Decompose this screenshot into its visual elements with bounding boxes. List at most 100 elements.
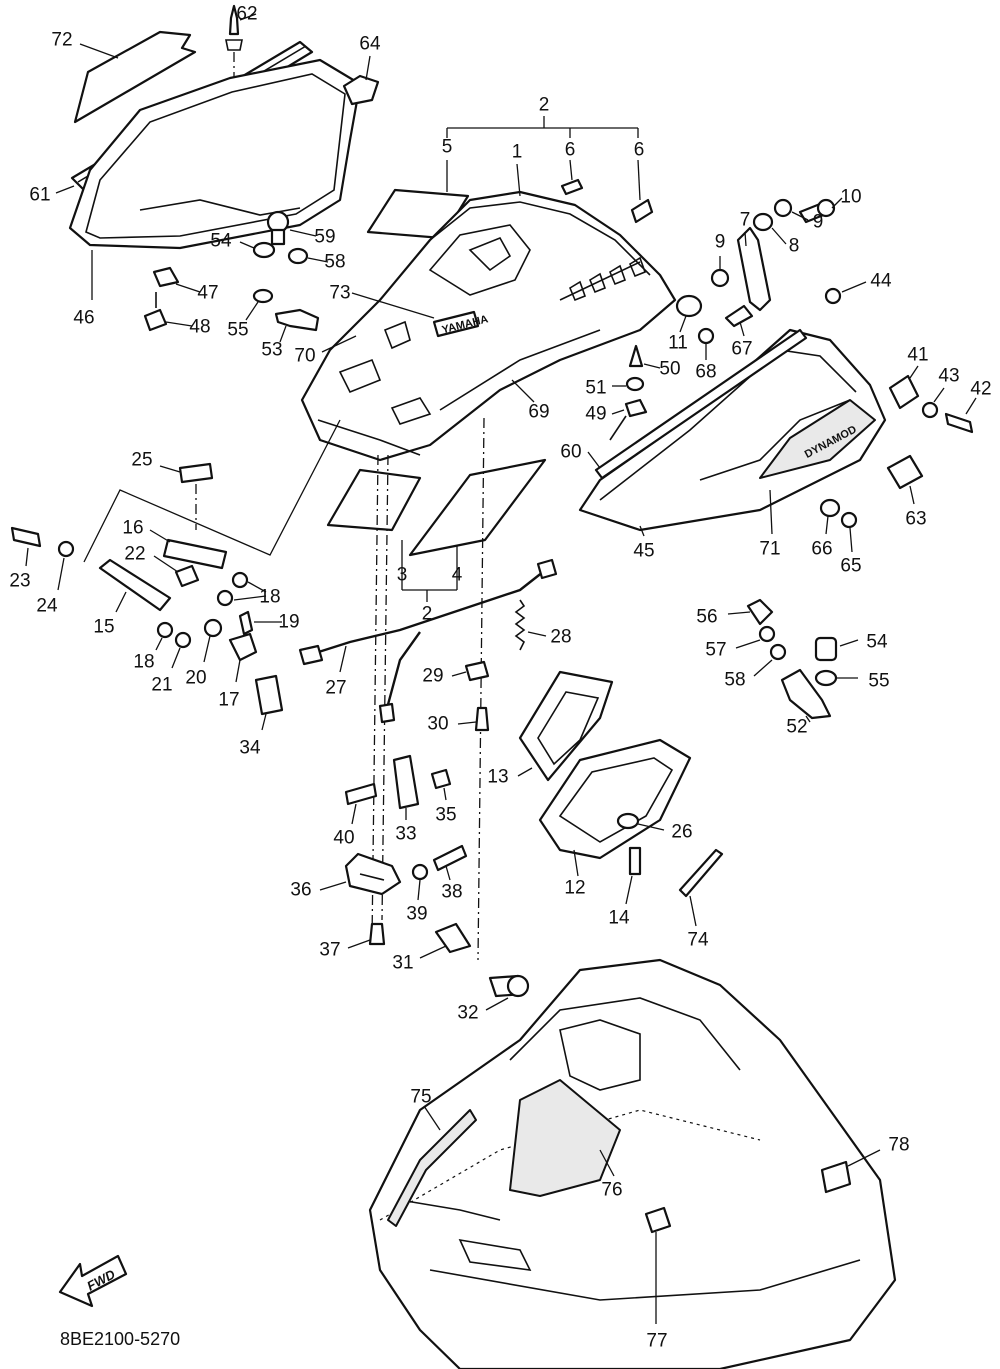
callout-31: 31 xyxy=(392,953,413,974)
part-58-washer-b xyxy=(769,643,787,661)
callout-66: 66 xyxy=(811,539,832,560)
callout-70: 70 xyxy=(294,346,315,367)
reference-code: 8BE2100-5270 xyxy=(60,1329,180,1349)
part-13-grille xyxy=(518,670,614,782)
callout-52: 52 xyxy=(786,717,807,738)
callout-22: 22 xyxy=(124,544,145,565)
callout-25: 25 xyxy=(131,450,152,471)
part-18-washer-b xyxy=(216,589,234,607)
callout-33: 33 xyxy=(395,824,416,845)
callout-77: 77 xyxy=(646,1331,667,1352)
callout-53: 53 xyxy=(261,340,282,361)
callout-68: 68 xyxy=(695,362,716,383)
callout-32: 32 xyxy=(457,1003,478,1024)
callout-30: 30 xyxy=(427,714,448,735)
part-47-clip xyxy=(152,266,180,288)
callout-17: 17 xyxy=(218,690,239,711)
part-39-washer xyxy=(411,863,429,881)
part-37-bolt xyxy=(368,922,386,946)
callout-54: 54 xyxy=(210,231,232,252)
part-76-panel xyxy=(509,1079,621,1197)
callout-44: 44 xyxy=(870,271,892,292)
part-43-washer xyxy=(921,401,939,419)
callout-23: 23 xyxy=(9,571,30,592)
part-16-plate xyxy=(162,538,228,570)
callout-49: 49 xyxy=(585,404,606,425)
part-68-washer xyxy=(697,327,715,345)
callout-56: 56 xyxy=(696,607,717,628)
fwd-arrow: FWD xyxy=(58,1254,128,1308)
part-18-washer-c xyxy=(156,621,174,639)
callout-64: 64 xyxy=(359,34,381,55)
part-38-screw xyxy=(432,844,468,872)
part-62-rivet xyxy=(228,4,240,36)
callout-2: 2 xyxy=(422,604,433,625)
part-34-bracket xyxy=(254,674,284,716)
callout-24: 24 xyxy=(36,596,58,617)
callout-6: 6 xyxy=(565,140,576,161)
part-36-latch xyxy=(344,852,402,896)
callout-8: 8 xyxy=(789,236,800,257)
part-15-hinge xyxy=(98,558,172,612)
part-55-washer-b xyxy=(814,669,838,687)
callout-21: 21 xyxy=(151,675,172,696)
callout-42: 42 xyxy=(970,379,991,400)
callout-19: 19 xyxy=(278,612,299,633)
part-57-washer xyxy=(758,625,776,643)
part-75-trim xyxy=(387,1109,477,1227)
callout-12: 12 xyxy=(564,878,585,899)
callout-7: 7 xyxy=(740,210,751,231)
part-28-spring xyxy=(514,599,526,651)
callout-62: 62 xyxy=(236,4,257,25)
part-67-bolt xyxy=(724,304,754,328)
callout-6: 6 xyxy=(634,140,645,161)
callout-47: 47 xyxy=(197,283,218,304)
part-58-washer xyxy=(287,247,309,265)
callout-45: 45 xyxy=(633,541,654,562)
part-30-bolt xyxy=(474,706,490,732)
callout-18: 18 xyxy=(133,652,154,673)
callout-46: 46 xyxy=(73,308,94,329)
callout-15: 15 xyxy=(93,617,114,638)
part-40-bolt xyxy=(344,782,378,806)
part-71-decal xyxy=(759,399,876,479)
part-26-grommet xyxy=(616,812,640,830)
callout-57: 57 xyxy=(705,640,726,661)
part-18-washer-a xyxy=(231,571,249,589)
callout-51: 51 xyxy=(585,378,606,399)
callout-78: 78 xyxy=(888,1135,909,1156)
part-55-washer xyxy=(252,288,274,304)
callout-35: 35 xyxy=(435,805,456,826)
callout-61: 61 xyxy=(29,185,50,206)
callout-65: 65 xyxy=(840,556,861,577)
callout-59: 59 xyxy=(314,227,335,248)
part-60-strip xyxy=(594,328,808,480)
callout-43: 43 xyxy=(938,366,959,387)
part-42-screw xyxy=(944,412,974,434)
callout-74: 74 xyxy=(687,930,709,951)
part-12-duct xyxy=(538,738,692,860)
callout-63: 63 xyxy=(905,509,926,530)
part-46-frame xyxy=(68,58,362,250)
callout-75: 75 xyxy=(410,1087,431,1108)
callout-55: 55 xyxy=(868,671,889,692)
part-20-nut xyxy=(203,618,223,638)
part-9-washer-b xyxy=(710,268,730,288)
part-25-pad xyxy=(178,462,214,484)
callout-60: 60 xyxy=(560,442,581,463)
part-24-washer xyxy=(57,540,75,558)
part-23-bolt xyxy=(10,526,42,548)
part-3-panel xyxy=(326,468,422,532)
part-6-decal-b xyxy=(630,198,654,224)
part-49-clip xyxy=(624,398,648,418)
callout-55: 55 xyxy=(227,320,248,341)
part-19-pin xyxy=(238,610,254,636)
part-7-link xyxy=(736,226,772,312)
callout-69: 69 xyxy=(528,402,549,423)
part-54-spacer xyxy=(252,241,276,259)
callout-39: 39 xyxy=(406,904,427,925)
callout-14: 14 xyxy=(608,908,630,929)
callout-29: 29 xyxy=(422,666,443,687)
part-51-washer xyxy=(625,376,645,392)
